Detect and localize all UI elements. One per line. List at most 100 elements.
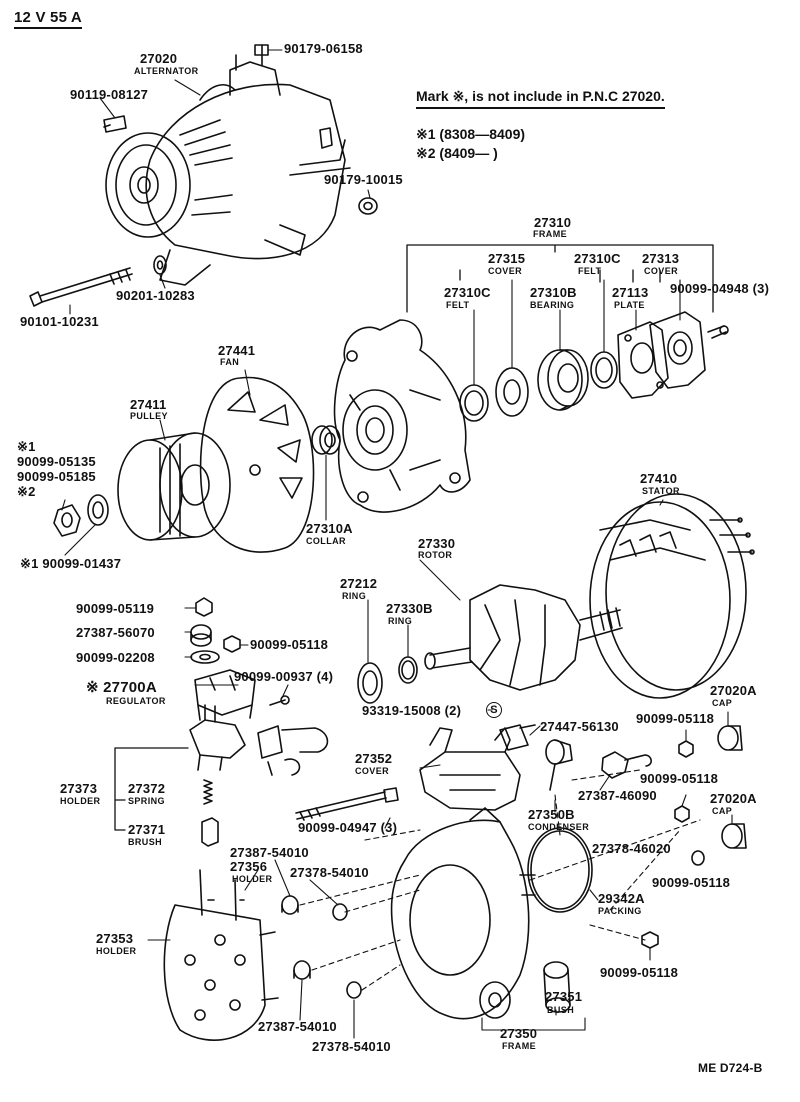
cover-27313-drawing xyxy=(649,311,706,389)
brush-27371-drawing xyxy=(201,817,219,847)
collar-27310a-drawing xyxy=(311,425,341,455)
label-27378-54010-b: 27378-54010 xyxy=(312,1039,391,1054)
bush-27378-46020-drawing xyxy=(691,850,705,866)
spec-header: 12 V 55 A xyxy=(14,10,82,29)
footer-code: ME D724-B xyxy=(698,1061,763,1075)
label-27350: 27350 xyxy=(500,1026,538,1041)
label-90099-05118-a: 90099-05118 xyxy=(250,637,329,652)
label-brush: BRUSH xyxy=(128,837,163,847)
washer-90099-01437-drawing xyxy=(87,494,109,526)
label-27447-56130: 27447-56130 xyxy=(540,719,619,734)
label-mark-1: ※1 xyxy=(17,439,36,454)
label-27330b: 27330B xyxy=(386,601,433,616)
drive-end-frame-drawing xyxy=(333,319,471,513)
connector-drawing xyxy=(257,725,329,776)
label-cover-27315: COVER xyxy=(488,266,523,276)
label-27387-54010-b: 27387-54010 xyxy=(258,1019,337,1034)
label-90099-05135: 90099-05135 xyxy=(17,454,96,469)
label-90099-00937: 90099-00937 (4) xyxy=(234,669,334,684)
label-27310b: 27310B xyxy=(530,285,577,300)
label-27350b: 27350B xyxy=(528,807,575,822)
cover-27352-drawing xyxy=(419,727,521,811)
packing-29342a-drawing xyxy=(527,827,593,913)
label-frame-a: FRAME xyxy=(533,229,567,239)
label-90099-05118-c: 90099-05118 xyxy=(640,771,719,786)
range-1-text: ※1 (8308—8409) xyxy=(416,126,526,142)
label-27330: 27330 xyxy=(418,536,456,551)
rear-frame-27350-drawing xyxy=(390,807,536,1020)
ring-27330b-drawing xyxy=(398,656,418,684)
label-27020a-a: 27020A xyxy=(710,683,757,698)
label-90099-04947: 90099-04947 (3) xyxy=(298,820,398,835)
label-stator: STATOR xyxy=(642,486,680,496)
nut-90099-05135-drawing xyxy=(53,504,81,537)
washer-90099-02208-drawing xyxy=(190,650,220,664)
label-felt-b: FELT xyxy=(578,266,602,276)
ring-27212-drawing xyxy=(357,662,383,704)
stator-27410-drawing xyxy=(589,493,755,699)
grommet-27387-56070-drawing xyxy=(190,624,212,647)
alternator-assembly-drawing xyxy=(105,44,351,286)
label-29342a: 29342A xyxy=(598,891,645,906)
label-90201-10283: 90201-10283 xyxy=(116,288,195,303)
label-regulator: REGULATOR xyxy=(106,696,166,706)
washer-90201-10283-drawing xyxy=(153,255,167,275)
assembly-dashed-lines xyxy=(299,769,701,991)
label-27441: 27441 xyxy=(218,343,256,358)
label-alternator: ALTERNATOR xyxy=(134,66,199,76)
label-90099-05119: 90099-05119 xyxy=(76,601,155,616)
label-90179-06158: 90179-06158 xyxy=(284,41,363,56)
label-ring-27330b: RING xyxy=(388,616,413,626)
label-27373: 27373 xyxy=(60,781,98,796)
label-27700a: ※ 27700A xyxy=(86,679,157,696)
label-27378-54010-a: 27378-54010 xyxy=(290,865,369,880)
nut-90099-05119-drawing xyxy=(195,597,213,617)
label-90099-04948: 90099-04948 (3) xyxy=(670,281,770,296)
label-27410: 27410 xyxy=(640,471,678,486)
label-27378-46020: 27378-46020 xyxy=(592,841,671,856)
label-27352: 27352 xyxy=(355,751,393,766)
frame-27310-bracket xyxy=(406,244,714,313)
grommet-27447-56130-drawing xyxy=(499,724,536,751)
cap-27020a-b-drawing xyxy=(721,823,747,849)
label-90099-02208: 90099-02208 xyxy=(76,650,155,665)
label-bearing: BEARING xyxy=(530,300,575,310)
holder-group-bracket xyxy=(114,747,189,831)
label-s-circle: S xyxy=(486,702,502,718)
fan-27441-drawing xyxy=(199,376,315,553)
label-collar: COLLAR xyxy=(306,536,346,546)
label-fan: FAN xyxy=(220,357,240,367)
screw-90099-04948-drawing xyxy=(707,325,729,339)
label-pulley: PULLEY xyxy=(130,411,168,421)
holder-27373-drawing xyxy=(189,704,246,771)
label-spring: SPRING xyxy=(128,796,165,806)
pulley-27411-drawing xyxy=(117,432,231,541)
nut-90179-10015-drawing xyxy=(358,197,378,215)
label-cover-27352: COVER xyxy=(355,766,390,776)
label-90119-08127: 90119-08127 xyxy=(70,87,149,102)
nut-90099-05118-c-drawing xyxy=(674,805,690,823)
label-holder-27356: HOLDER xyxy=(232,874,273,884)
note-text: Mark ※, is not include in P.N.C 27020. xyxy=(416,88,665,109)
rotor-27330-drawing xyxy=(424,584,623,691)
label-rotor: ROTOR xyxy=(418,550,453,560)
nut-90099-05118-b-drawing xyxy=(678,740,694,758)
label-90099-05118-b: 90099-05118 xyxy=(636,711,715,726)
cover-27315-drawing xyxy=(495,367,529,417)
condenser-27350b-drawing xyxy=(545,739,573,791)
label-27020a-b: 27020A xyxy=(710,791,757,806)
label-cap-a: CAP xyxy=(712,698,733,708)
nut-90099-05118-a-drawing xyxy=(223,635,241,653)
nut-90099-05118-e-drawing xyxy=(641,931,659,949)
label-90099-05185: 90099-05185 xyxy=(17,469,96,484)
label-27313: 27313 xyxy=(642,251,680,266)
cap-27020a-a-drawing xyxy=(717,725,743,751)
label-packing: PACKING xyxy=(598,906,642,916)
label-27310c-b: 27310C xyxy=(574,251,621,266)
label-holder-27353: HOLDER xyxy=(96,946,137,956)
regulator-27700a-drawing xyxy=(194,669,256,721)
label-condenser: CONDENSER xyxy=(528,822,590,832)
label-90099-05118-d: 90099-05118 xyxy=(652,875,731,890)
rectifier-holder-27353-drawing xyxy=(163,869,279,1041)
